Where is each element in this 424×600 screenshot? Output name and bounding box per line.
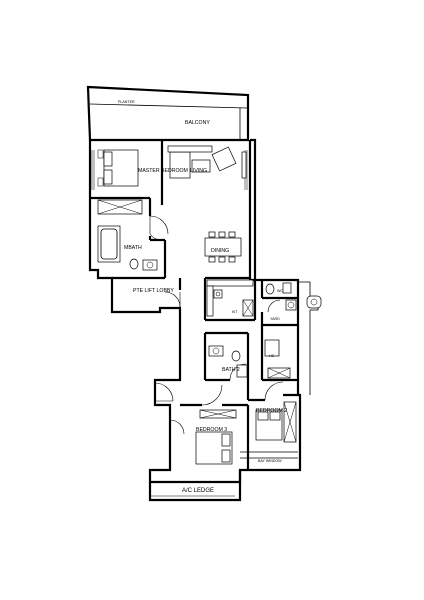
dining-table (204, 237, 242, 257)
label-bay-window: BAY WINDOW (258, 459, 282, 463)
sofa (169, 151, 191, 179)
bath2-toilet (231, 350, 241, 362)
label-mbath: MBATH (124, 245, 142, 251)
toilet (129, 258, 139, 270)
label-bath2: BATH 2 (222, 367, 240, 373)
label-kit: KIT (232, 310, 238, 314)
label-yard: YARD (270, 317, 280, 321)
label-bedroom2: BEDROOM 2 (256, 408, 287, 414)
interior-walls (90, 140, 300, 470)
label-pte-lift-lobby: PTE LIFT LOBBY (133, 288, 174, 294)
label-dining: DINING (211, 248, 229, 254)
furniture (97, 145, 322, 465)
wc-toilet (265, 283, 275, 295)
label-planter: PLANTER (118, 100, 135, 104)
bathtub (97, 225, 121, 263)
room-labels: PLANTER BALCONY MASTER BEDROOM LIVING DI… (118, 100, 287, 494)
label-balcony: BALCONY (185, 120, 210, 126)
label-living: LIVING (190, 168, 207, 174)
label-ac-ledge: A/C LEDGE (182, 488, 214, 494)
label-wc: WC (277, 289, 283, 293)
kitchen-counter (206, 279, 254, 287)
label-hs: HS (269, 354, 275, 358)
doors (149, 215, 284, 435)
armchair (211, 146, 237, 172)
label-master-bedroom: MASTER BEDROOM (138, 168, 188, 174)
label-bedroom3: BEDROOM 3 (196, 427, 227, 433)
